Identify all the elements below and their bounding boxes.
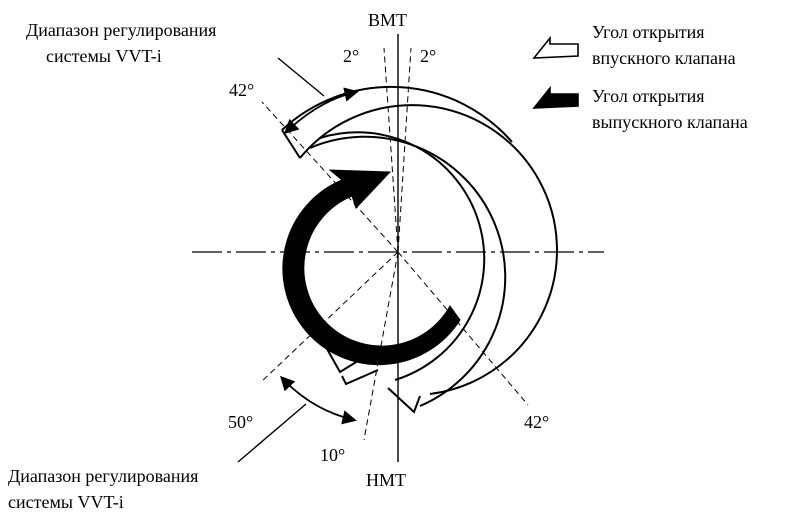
legend-intake-line1: Угол открытия: [592, 22, 705, 42]
line-42-top: [261, 101, 399, 253]
line-50: [259, 251, 399, 384]
angle-bottom-left: 50°: [228, 412, 253, 432]
line-tdc-left: [383, 47, 399, 253]
vvt-arrow-top: [283, 87, 359, 134]
tdc-label: ВМТ: [368, 10, 407, 30]
intake-arrow-head-2: [341, 369, 379, 386]
vvt-label-top-line2: системы VVT-i: [46, 46, 162, 66]
intake-ring-inner: [319, 131, 486, 381]
intake-ring-top-band: [281, 85, 513, 159]
vvt-arrow-bottom: [280, 375, 357, 425]
vvt-label-bottom-line2: системы VVT-i: [8, 492, 124, 512]
legend-intake-icon: [532, 35, 579, 59]
exhaust-arc: [282, 169, 461, 366]
angle-bottom-small: 10°: [320, 445, 345, 465]
angle-tdc-right: 2°: [420, 46, 436, 66]
bdc-label: НМТ: [366, 470, 406, 490]
intake-ring-innermost: [299, 104, 558, 395]
intake-arrow-head-3: [387, 387, 421, 414]
vvt-label-bottom-line1: Диапазон регулирования: [8, 466, 198, 486]
legend-exhaust-icon: [532, 85, 579, 109]
legend-exhaust-line1: Угол открытия: [592, 86, 705, 106]
leader-top: [277, 57, 325, 97]
angle-tdc-left: 2°: [343, 46, 359, 66]
angle-bottom-right: 42°: [524, 412, 549, 432]
leader-bottom: [237, 403, 307, 463]
legend-intake-line2: впускного клапана: [592, 48, 736, 68]
legend-exhaust-line2: выпускного клапана: [592, 112, 748, 132]
intake-ring-outer: [309, 135, 507, 407]
vvt-label-top-line1: Диапазон регулирования: [26, 20, 216, 40]
line-tdc-right: [397, 47, 412, 253]
angle-top-left: 42°: [229, 80, 254, 100]
